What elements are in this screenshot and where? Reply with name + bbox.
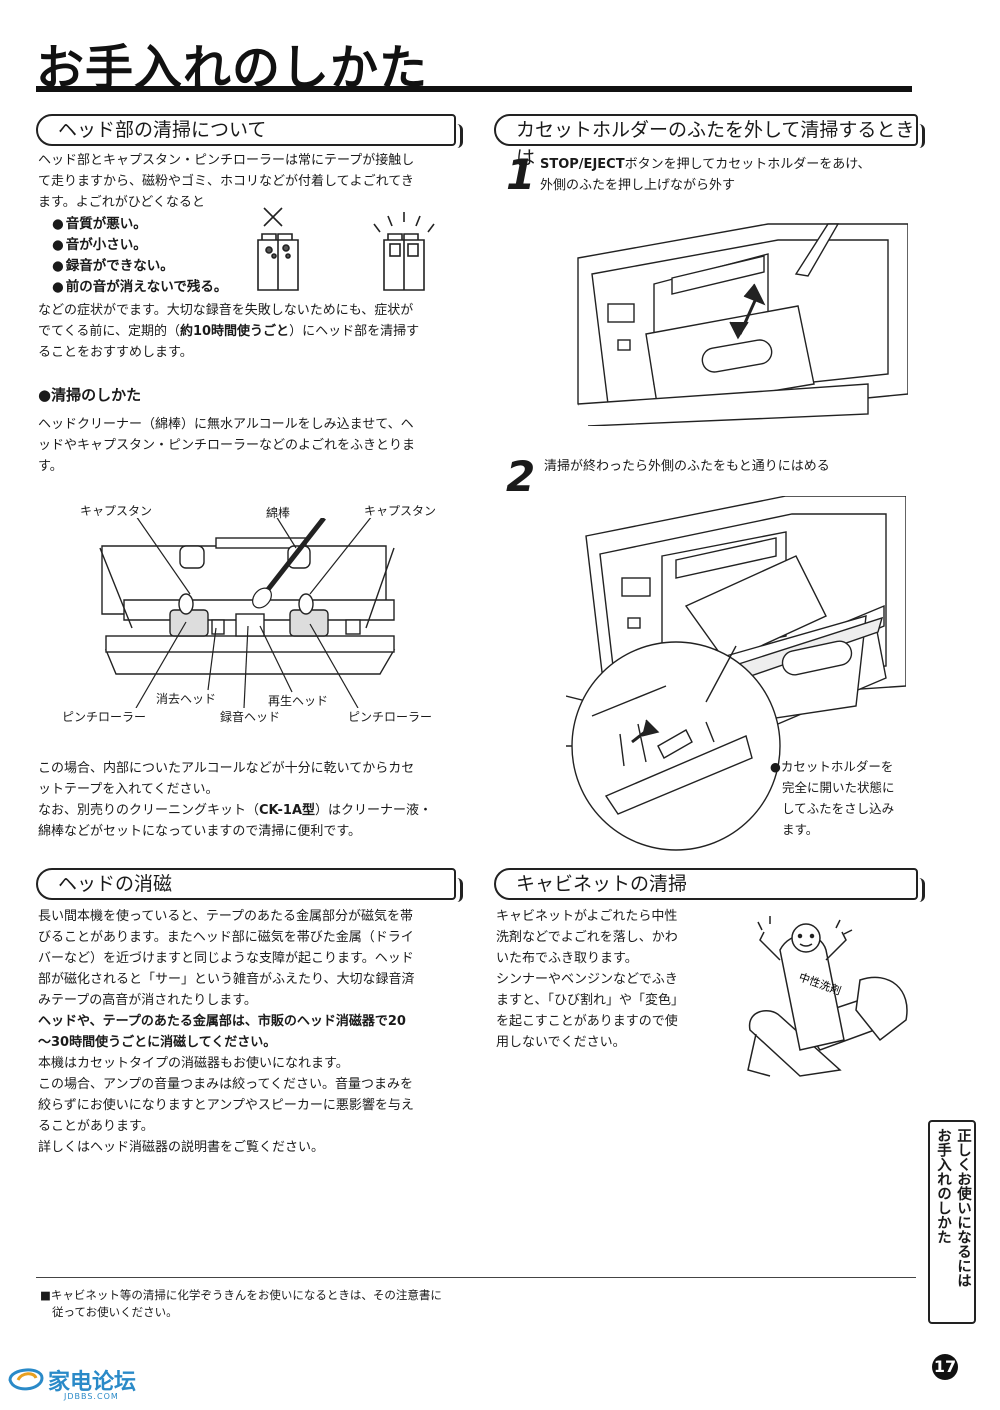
demag-line: びることがあります。またヘッド部に磁気を帯びた金属（ドライ <box>38 930 414 945</box>
forum-logo-text: 家电论坛 <box>48 1370 137 1395</box>
label-capstan-right: キャプスタン <box>364 504 437 518</box>
label-playback-head: 再生ヘッド <box>268 694 329 708</box>
cabinet-text: キャビネットがよごれたら中性 洗剤などでよごれを落し、かわ いた布でふき取ります… <box>496 906 726 1053</box>
forum-logo-sub: JDBBS.COM <box>64 1392 119 1401</box>
footnote-line-2: 従ってお使いください。 <box>52 1305 178 1319</box>
head-cleaning-intro: ヘッド部とキャプスタン・ピンチローラーは常にテープが接触し て走りますから、磁粉… <box>38 150 468 213</box>
demag-bold-1: ヘッドや、テープのあたる金属部は、市販のヘッド消磁器で20 <box>38 1014 406 1029</box>
head-diagram <box>99 518 396 708</box>
step-1-number: 1 <box>506 150 536 199</box>
note-line-3: なお、別売りのクリーニングキット（CK-1A型）はクリーナー液・ <box>38 800 468 821</box>
holder-note: ●カセットホルダーを 完全に開いた状態に してふたをさし込み ます。 <box>770 756 920 840</box>
symptom-item: 録音ができない。 <box>52 256 252 277</box>
after-line-2: でてくる前に、定期的（約10時間使うごと）にヘッド部を清掃す <box>38 321 468 342</box>
demagnetize-text: 長い間本機を使っていると、テープのあたる金属部分が磁気を帯 びることがあります。… <box>38 906 468 1158</box>
cabinet-line: ますと、「ひび割れ」や「変色」 <box>496 993 684 1008</box>
demag-line: この場合、アンプの音量つまみは絞ってください。音量つまみを <box>38 1077 414 1092</box>
after-2c: ）にヘッド部を清掃す <box>289 324 420 339</box>
after-line-3: ることをおすすめします。 <box>38 345 193 360</box>
footnote-line-1: ■キャビネット等の清掃に化学ぞうきんをお使いになるときは、その注意書に <box>40 1288 442 1302</box>
step-1-text-c: 外側のふたを押し上げながら外す <box>540 178 736 193</box>
cabinet-line: シンナーやベンジンなどでふき <box>496 972 678 987</box>
demag-line: みテープの高音が消されたりします。 <box>38 993 257 1008</box>
intro-line-1: ヘッド部とキャプスタン・ピンチローラーは常にテープが接触し <box>38 153 415 168</box>
holder-open-illustration <box>577 223 908 426</box>
cabinet-line: いた布でふき取ります。 <box>496 951 638 966</box>
step-1-text: STOP/EJECTボタンを押してカセットホルダーをあけ、 外側のふたを押し上げ… <box>540 154 920 196</box>
title-rule <box>36 86 912 92</box>
note-line-1: この場合、内部についたアルコールなどが十分に乾いてからカセ <box>38 761 415 776</box>
label-capstan-left: キャプスタン <box>80 504 153 518</box>
label-swab: 綿棒 <box>266 506 291 520</box>
demag-line: 絞らずにお使いになりますとアンプやスピーカーに悪影響を与え <box>38 1098 414 1113</box>
label-record-head: 録音ヘッド <box>220 710 281 724</box>
intro-line-3: ます。よごれがひどくなると <box>38 195 205 210</box>
step-2-number: 2 <box>506 452 536 501</box>
label-pinch-right: ピンチローラー <box>348 710 433 724</box>
cabinet-line: を起こすことがありますので使 <box>496 1014 678 1029</box>
symptom-item: 前の音が消えないで残る。 <box>52 277 252 298</box>
demag-line: 本機はカセットタイプの消磁器もお使いになれます。 <box>38 1056 349 1071</box>
note-3c: ）はクリーナー液・ <box>315 803 433 818</box>
method-text: ヘッドクリーナー（綿棒）に無水アルコールをしみ込ませて、ヘ ッドやキャプスタン・… <box>38 414 468 477</box>
holder-reattach-illustration <box>566 496 906 851</box>
side-tab-line-2: お手入れのしかた <box>935 1128 951 1244</box>
demag-line: 長い間本機を使っていると、テープのあたる金属部分が磁気を帯 <box>38 909 414 924</box>
section-head-cleaning-heading: ヘッド部の清掃について <box>36 114 463 148</box>
intro-line-2: て走りますから、磁粉やゴミ、ホコリなどが付着してよごれてき <box>38 174 414 189</box>
holder-note-line: してふたをさし込み <box>782 801 895 816</box>
footer-rule <box>36 1277 916 1278</box>
cabinet-line: キャビネットがよごれたら中性 <box>496 909 678 924</box>
method-line-3: す。 <box>38 459 63 474</box>
holder-note-line: 完全に開いた状態に <box>782 780 895 795</box>
section-demagnetize-heading: ヘッドの消磁 <box>36 868 463 902</box>
side-tab: 正しくお使いになるには お手入れのしかた <box>928 1120 976 1324</box>
page-number: 17 <box>932 1354 958 1380</box>
step-1-text-b: ボタンを押してカセットホルダーをあけ、 <box>624 157 871 172</box>
symptom-list: 音質が悪い。 音が小さい。 録音ができない。 前の音が消えないで残る。 <box>52 214 252 298</box>
section-cabinet-heading: キャビネットの清掃 <box>494 868 925 902</box>
cabinet-line: 洗剤などでよごれを落し、かわ <box>496 930 678 945</box>
demag-line: バーなど）を近づけますと同じような支障が起こります。ヘッド <box>38 951 414 966</box>
method-title: ●清掃のしかた <box>38 386 142 404</box>
demag-line: 部が磁化されると「サー」という雑音がふえたり、大切な録音済 <box>38 972 415 987</box>
side-tab-line-1: 正しくお使いになるには <box>955 1128 971 1288</box>
step-2-text: 清掃が終わったら外側のふたをもと通りにはめる <box>544 459 830 474</box>
step-1-button-name: STOP/EJECT <box>540 157 625 172</box>
after-2b-bold: 約10時間使うごと <box>179 324 290 339</box>
head-cleaning-note: この場合、内部についたアルコールなどが十分に乾いてからカセ ットテープを入れてく… <box>38 758 468 842</box>
after-2a: でてくる前に、定期的（ <box>38 324 180 339</box>
demag-line: 詳しくはヘッド消磁器の説明書をご覧ください。 <box>38 1140 325 1155</box>
symptom-item: 音が小さい。 <box>52 235 252 256</box>
head-cleaning-after: などの症状がでます。大切な録音を失敗しないためにも、症状が でてくる前に、定期的… <box>38 300 468 363</box>
head-dirty-clean-illustration <box>257 207 435 291</box>
method-line-2: ッドやキャプスタン・ピンチローラーなどのよごれをふきとりま <box>38 438 416 453</box>
cabinet-line: 用しないでください。 <box>496 1035 626 1050</box>
demag-line: ることがあります。 <box>38 1119 154 1134</box>
holder-note-line: ます。 <box>782 822 819 837</box>
footnote: ■キャビネット等の清掃に化学ぞうきんをお使いになるときは、その注意書に 従ってお… <box>40 1287 442 1321</box>
note-3a: なお、別売りのクリーニングキット（ <box>38 803 260 818</box>
method-title-text: 清掃のしかた <box>51 386 142 404</box>
holder-note-line: ●カセットホルダーを <box>770 759 894 774</box>
symptom-item: 音質が悪い。 <box>52 214 252 235</box>
section-holder-heading: カセットホルダーのふたを外して清掃するときは <box>494 114 925 169</box>
forum-logo-icon <box>8 1368 44 1391</box>
note-line-4: 綿棒などがセットになっていますので清掃に便利です。 <box>38 824 362 839</box>
detergent-bottle-illustration: 中性洗剤 <box>747 916 908 1077</box>
label-pinch-left: ピンチローラー <box>62 710 147 724</box>
note-3b-bold: CK-1A型 <box>259 803 316 818</box>
method-line-1: ヘッドクリーナー（綿棒）に無水アルコールをしみ込ませて、ヘ <box>38 417 414 432</box>
demag-bold-2: 〜30時間使うごとに消磁してください。 <box>38 1035 277 1050</box>
label-erase-head: 消去ヘッド <box>156 692 217 706</box>
note-line-2: ットテープを入れてください。 <box>38 782 219 797</box>
after-line-1: などの症状がでます。大切な録音を失敗しないためにも、症状が <box>38 303 414 318</box>
